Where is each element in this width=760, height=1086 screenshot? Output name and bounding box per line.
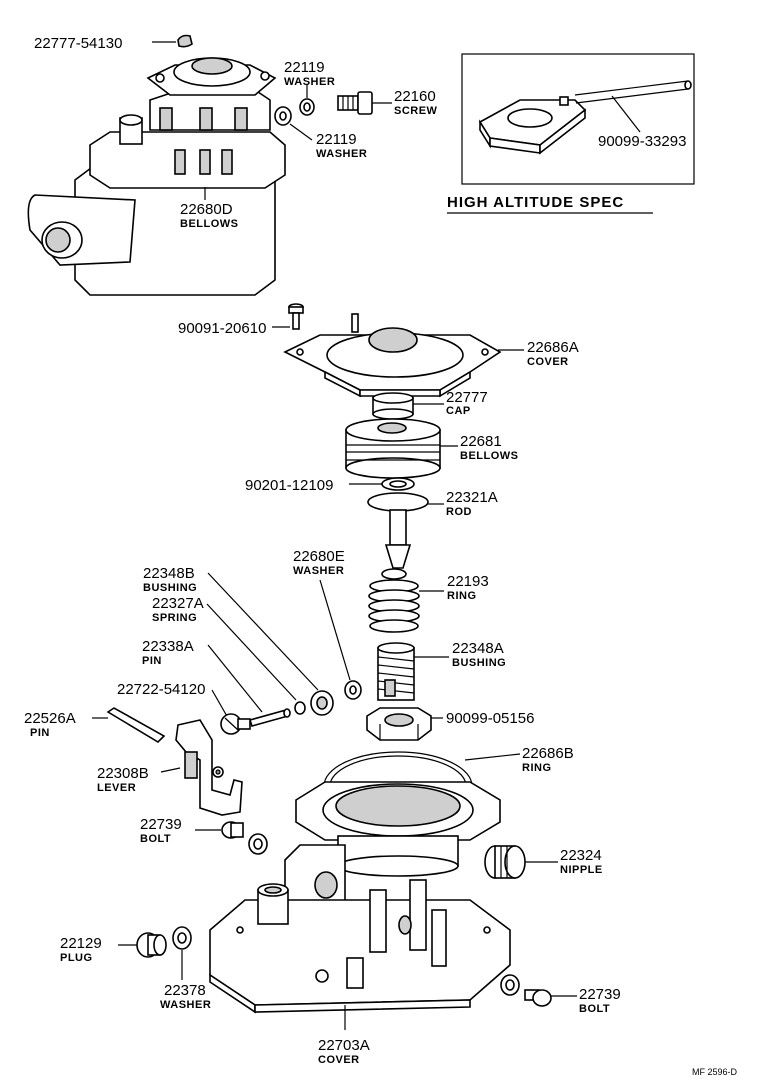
label-22680D: 22680D	[180, 201, 233, 218]
housing-22703A	[209, 781, 511, 1014]
rod-22321A	[367, 492, 429, 569]
label-22703A-name: COVER	[318, 1054, 360, 1066]
label-22686A: 22686A	[527, 339, 579, 356]
label-22129-name: PLUG	[60, 952, 93, 964]
label-22160: 22160	[394, 88, 436, 105]
bolt-22739-a	[221, 821, 244, 839]
label-22680D-name: BELLOWS	[180, 218, 239, 230]
label-22722-54120: 22722-54120	[117, 681, 205, 698]
bushing-22348B	[310, 690, 334, 716]
bellows-22681	[345, 418, 441, 479]
cap-22777-54130	[177, 34, 193, 48]
label-22777-name: CAP	[446, 405, 471, 417]
lever-22308B	[175, 719, 243, 816]
label-22526A: 22526A	[24, 710, 76, 727]
inset-frame	[461, 53, 695, 185]
label-22777: 22777	[446, 389, 488, 406]
label-22321A-name: ROD	[446, 506, 472, 518]
label-22777-54130: 22777-54130	[34, 35, 122, 52]
screw-22160	[337, 91, 373, 115]
label-22193: 22327A	[152, 595, 204, 612]
label-22327A: 22193	[447, 573, 489, 590]
label-22338A: 22338A	[142, 638, 194, 655]
cover-22686A	[283, 313, 502, 398]
label-22119-a: 22119	[284, 59, 325, 76]
label-90099-33293: 90099-33293	[598, 133, 686, 150]
label-22327A-name: RING	[447, 590, 477, 602]
label-22308B-name: LEVER	[97, 782, 136, 794]
label-22129: 22129	[60, 935, 102, 952]
label-22119-a-name: WASHER	[284, 76, 335, 88]
bolt-90091-20610	[288, 303, 304, 330]
label-22526A-name: PIN	[30, 727, 50, 739]
label-90091-20610: 90091-20610	[178, 320, 266, 337]
washer-22119-b	[274, 106, 292, 126]
label-22681: 22681	[460, 433, 502, 450]
spring-22327A	[368, 568, 420, 633]
inset-cover-part	[478, 96, 587, 155]
washer-22378	[172, 926, 192, 950]
bolt-22739-b	[524, 989, 552, 1007]
label-22686B-name: RING	[522, 762, 552, 774]
label-22378: 22378	[164, 982, 206, 999]
label-22119-b-name: WASHER	[316, 148, 367, 160]
label-22308B: 22308B	[97, 765, 149, 782]
washer-22739-b	[500, 974, 520, 996]
label-22739-b: 22739	[579, 986, 621, 1003]
label-22348B-name: BUSHING	[143, 582, 197, 594]
pin-22526A	[106, 707, 166, 744]
label-22739-b-name: BOLT	[579, 1003, 610, 1015]
label-22686A-name: COVER	[527, 356, 569, 368]
bushing-22348A	[377, 642, 415, 701]
label-22348A-name: BUSHING	[452, 657, 506, 669]
washer-22739-a	[248, 833, 268, 855]
screw-22722-54120	[220, 713, 251, 735]
figure-code: MF 2596-D	[692, 1067, 738, 1077]
washer-22119-a	[299, 98, 315, 116]
label-22680E-name: WASHER	[293, 565, 344, 577]
cap-22777	[372, 392, 414, 420]
plug-22129	[136, 932, 167, 958]
label-22739-a-name: BOLT	[140, 833, 171, 845]
high-altitude-inset: 90099-33293 HIGH ALTITUDE SPEC	[447, 53, 695, 214]
label-22739-a: 22739	[140, 816, 182, 833]
washer-22680E	[344, 680, 362, 700]
nipple-22324	[484, 845, 526, 879]
label-22193-name: SPRING	[152, 612, 197, 624]
inset-title: HIGH ALTITUDE SPEC	[447, 194, 624, 211]
label-22703A: 22703A	[318, 1037, 370, 1054]
label-22681-name: BELLOWS	[460, 450, 519, 462]
label-22324: 22324	[560, 847, 602, 864]
label-22680E: 22680E	[293, 548, 345, 565]
label-90099-05156: 90099-05156	[446, 710, 534, 727]
ring-22193	[294, 701, 306, 715]
label-22324-name: NIPPLE	[560, 864, 603, 876]
label-22160-name: SCREW	[394, 105, 438, 117]
washer-90201-12109	[381, 477, 415, 491]
label-22119-b: 22119	[316, 131, 357, 148]
label-22686B: 22686B	[522, 745, 574, 762]
label-90201-12109: 90201-12109	[245, 477, 333, 494]
label-22338A-name: PIN	[142, 655, 162, 667]
label-22348A: 22348A	[452, 640, 504, 657]
label-22321A: 22321A	[446, 489, 498, 506]
nut-90099-05156	[366, 707, 432, 741]
pin-22338A	[248, 708, 291, 727]
label-22348B: 22348B	[143, 565, 195, 582]
label-22378-name: WASHER	[160, 999, 211, 1011]
bellows-assembly-22680D	[27, 57, 286, 296]
inset-tube-part	[574, 80, 692, 104]
